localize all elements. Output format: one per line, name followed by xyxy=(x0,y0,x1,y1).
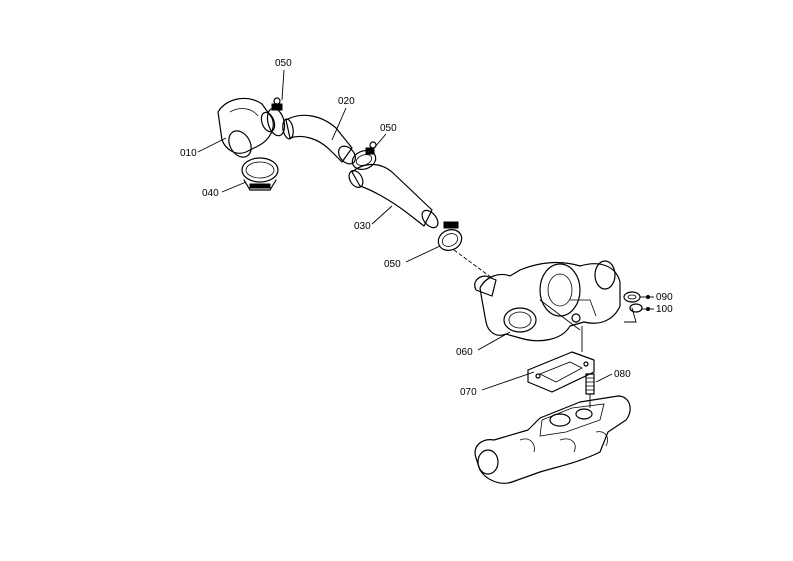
label-060: 060 xyxy=(456,347,473,358)
label-050-top: 050 xyxy=(275,58,292,69)
label-040: 040 xyxy=(202,188,219,199)
label-070: 070 xyxy=(460,387,477,398)
label-090: 090 xyxy=(656,292,673,303)
leader-lines xyxy=(197,69,654,391)
label-030: 030 xyxy=(354,221,371,232)
part-050-hose-clamp-3[interactable] xyxy=(435,221,465,254)
part-010-elbow-hose[interactable] xyxy=(217,97,277,161)
part-030-lower-hose[interactable] xyxy=(346,163,441,231)
part-020-straight-hose[interactable] xyxy=(281,114,358,167)
part-100-washer[interactable] xyxy=(629,303,643,313)
part-080-stud[interactable] xyxy=(585,373,595,408)
label-020: 020 xyxy=(338,96,355,107)
part-050-hose-clamp-1[interactable] xyxy=(265,97,288,138)
exhaust-manifold xyxy=(474,395,631,484)
label-050-lower: 050 xyxy=(384,259,401,270)
label-050-middle: 050 xyxy=(380,123,397,134)
part-090-nut[interactable] xyxy=(623,291,641,303)
part-070-gasket[interactable] xyxy=(527,351,595,393)
label-010: 010 xyxy=(180,148,197,159)
part-040-band-clamp[interactable] xyxy=(241,157,279,191)
label-100: 100 xyxy=(656,304,673,315)
part-060-turbocharger[interactable] xyxy=(474,260,621,342)
label-080: 080 xyxy=(614,369,631,380)
part-050-hose-clamp-2[interactable] xyxy=(350,141,379,173)
